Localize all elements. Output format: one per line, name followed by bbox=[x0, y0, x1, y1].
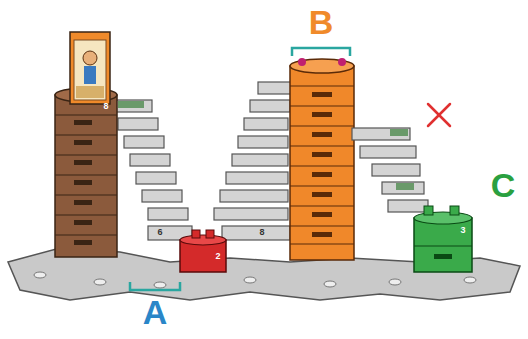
callout-letter: B bbox=[309, 5, 334, 39]
piece-number: 2 bbox=[215, 252, 220, 261]
piece-number: 8 bbox=[103, 102, 108, 111]
callout-letter: A bbox=[143, 295, 168, 329]
piece-number: 6 bbox=[157, 228, 162, 237]
piece-number: 8 bbox=[259, 228, 264, 237]
piece-number: 3 bbox=[460, 226, 465, 235]
callout-letter: C bbox=[491, 168, 516, 202]
